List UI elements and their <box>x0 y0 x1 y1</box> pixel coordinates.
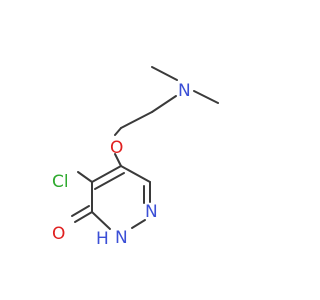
bond-n2-c3 <box>91 211 111 230</box>
bond-n-methyl-upper <box>151 66 178 81</box>
atom-n-amine: N <box>178 81 191 101</box>
atom-o-carbonyl: O <box>52 224 65 244</box>
bond-c3-o-double <box>71 205 90 217</box>
atom-o-ether: O <box>110 138 123 158</box>
bond-c4-c4-double <box>94 172 125 190</box>
bond-o-c5 <box>114 153 122 167</box>
bond-ch2-o <box>114 127 122 136</box>
atom-h-on-n: H <box>96 229 109 249</box>
bond-n1-n2 <box>131 219 146 229</box>
bond-n-methyl-right <box>193 90 219 104</box>
bonds <box>71 66 219 230</box>
atom-n-ring-lower: N <box>115 228 128 248</box>
bond-c5-c4 <box>91 165 122 183</box>
bond-ch2-ch2 <box>120 111 153 129</box>
molecule-structure: N O Cl O N N H <box>52 66 219 249</box>
bond-c3-o <box>74 211 93 223</box>
bond-n-ch2 <box>151 95 177 113</box>
atom-cl: Cl <box>52 172 69 192</box>
atom-n-ring-upper: N <box>145 202 158 222</box>
bond-c4-cl <box>77 171 93 183</box>
bond-c5-c6 <box>120 165 151 183</box>
